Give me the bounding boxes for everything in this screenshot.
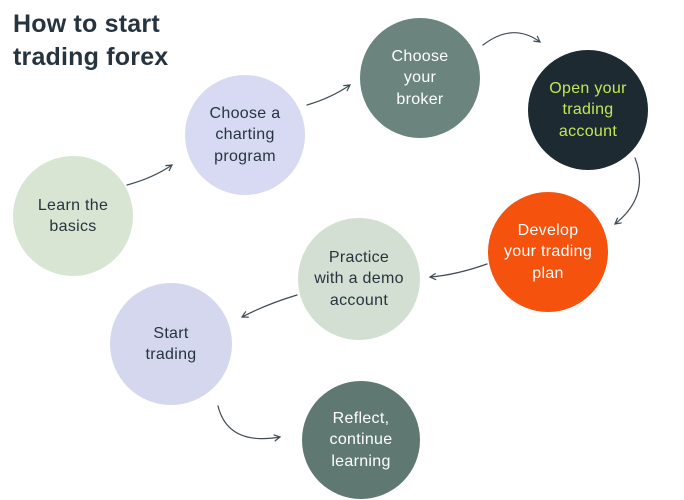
arrow-basics-to-charting — [126, 164, 174, 186]
arrow-demo-to-start — [240, 294, 298, 318]
step-open-account-label: Open your trading account — [549, 80, 627, 140]
step-charting-program: Choose a charting program — [185, 75, 305, 195]
step-start-trading: Start trading — [110, 283, 232, 405]
step-demo-account-label: Practice with a demo account — [314, 249, 404, 309]
step-choose-broker: Choose your broker — [360, 18, 480, 138]
arrow-start-to-reflect — [217, 405, 282, 442]
step-learn-basics-label: Learn the basics — [37, 196, 109, 235]
step-demo-account: Practice with a demo account — [298, 218, 420, 340]
step-reflect-learning: Reflect, continue learning — [302, 381, 420, 499]
step-charting-program-label: Choose a charting program — [209, 105, 281, 165]
step-trading-plan: Develop your trading plan — [488, 192, 608, 312]
arrow-account-to-plan — [614, 157, 641, 225]
step-start-trading-label: Start trading — [145, 324, 197, 363]
page-title: How to start trading forex — [13, 10, 169, 71]
step-reflect-learning-label: Reflect, continue learning — [329, 410, 393, 470]
step-open-account: Open your trading account — [528, 50, 648, 170]
arrow-charting-to-broker — [306, 84, 352, 106]
step-choose-broker-label: Choose your broker — [391, 48, 449, 108]
step-trading-plan-label: Develop your trading plan — [503, 222, 593, 282]
arrow-broker-to-account — [482, 32, 542, 46]
arrow-plan-to-demo — [428, 263, 488, 281]
step-learn-basics: Learn the basics — [13, 156, 133, 276]
